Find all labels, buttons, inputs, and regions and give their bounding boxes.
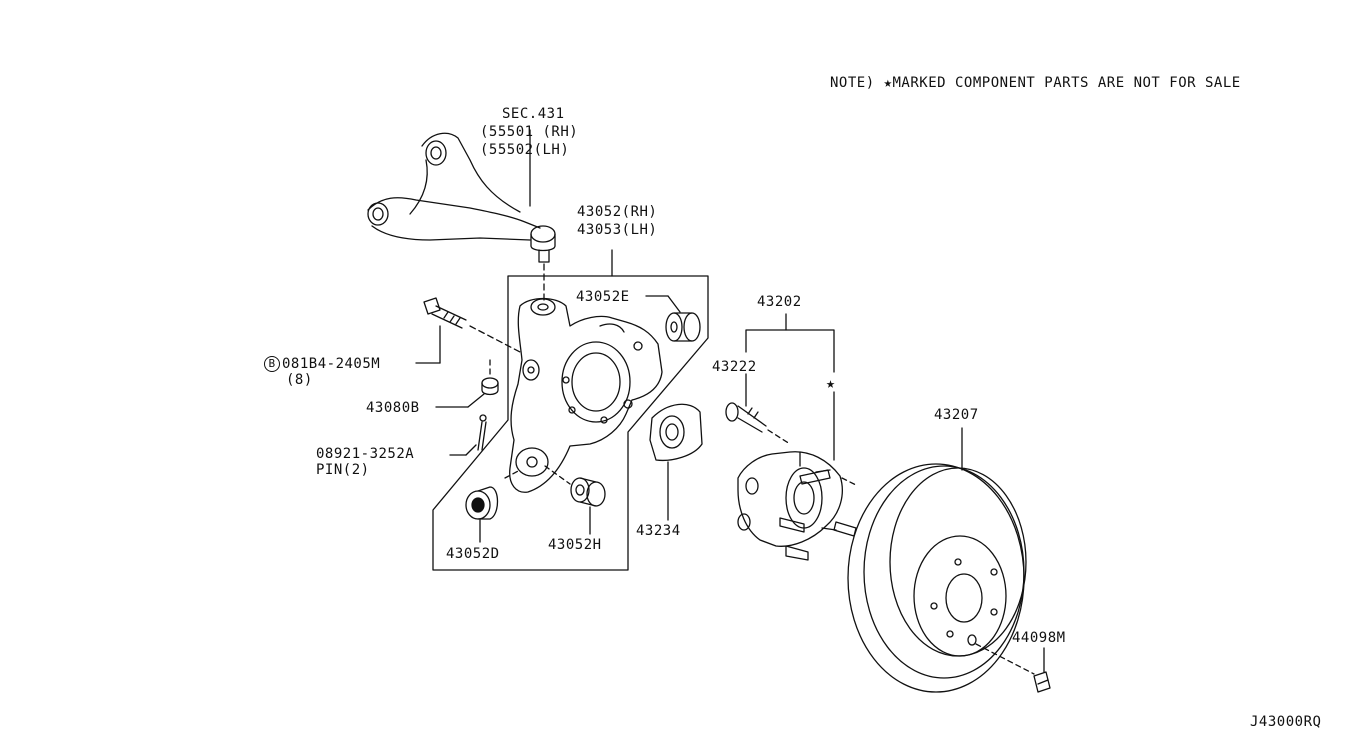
bushing-43052d[interactable] (465, 486, 499, 520)
upper-link-arm[interactable] (367, 132, 556, 263)
pin-code-label[interactable]: 08921-3252A (316, 446, 415, 462)
bushing-h-label[interactable]: 43052H (548, 537, 602, 553)
sec-ref-lh: (55502(LH) (480, 142, 570, 158)
brake-rotor-43207[interactable] (847, 463, 1027, 693)
leader-line (544, 465, 571, 485)
cotter-pin[interactable] (477, 414, 487, 451)
pin-label: PIN(2) (316, 462, 370, 478)
bushing-43052h[interactable] (570, 477, 606, 507)
bushing-d-label[interactable]: 43052D (446, 546, 500, 562)
hub-bolt-43222[interactable] (725, 402, 767, 433)
leader-line (465, 444, 477, 456)
leader-line (767, 429, 791, 445)
bushing-e-label[interactable]: 43052E (576, 289, 630, 305)
bolt-code: 081B4-2405M (282, 356, 381, 372)
leader-line (975, 643, 1035, 675)
leader-line (667, 295, 681, 313)
rotor-screw-label[interactable]: 44098M (1012, 630, 1066, 646)
knuckle-rh-label[interactable]: 43052(RH) (577, 204, 658, 220)
sec-ref-rh: (55501 (RH) (480, 124, 579, 140)
hub-bracket (745, 329, 835, 373)
washer-label[interactable]: 43080B (366, 400, 420, 416)
leader-line (504, 469, 521, 479)
baffle-plate-43234[interactable] (649, 403, 703, 462)
sec-ref-title[interactable]: SEC.431 (502, 106, 565, 122)
hub-bolt-label[interactable]: 43222 (712, 359, 757, 375)
diagram-id: J43000RQ (1250, 714, 1322, 730)
bushing-43052e[interactable] (665, 312, 701, 342)
rotor-screw-44098m[interactable] (1033, 671, 1051, 693)
knuckle-lh-label[interactable]: 43053(LH) (577, 222, 658, 238)
leader-line (469, 325, 521, 353)
washer-43080b[interactable] (481, 377, 499, 396)
bolt-081b4[interactable] (423, 297, 467, 329)
hub-assembly-label[interactable]: 43202 (757, 294, 802, 310)
baffle-label[interactable]: 43234 (636, 523, 681, 539)
bolt-qty: (8) (286, 372, 313, 388)
knuckle-group-frame (432, 275, 709, 571)
axle-knuckle[interactable] (509, 297, 663, 493)
rotor-label[interactable]: 43207 (934, 407, 979, 423)
not-for-sale-note: NOTE) ★MARKED COMPONENT PARTS ARE NOT FO… (830, 75, 1241, 91)
not-for-sale-star: ★ (826, 374, 836, 392)
leader-line (467, 393, 485, 408)
hub-assembly-43202[interactable] (737, 451, 857, 561)
leader-line (841, 477, 859, 487)
bolt-symbol: B (264, 356, 280, 372)
